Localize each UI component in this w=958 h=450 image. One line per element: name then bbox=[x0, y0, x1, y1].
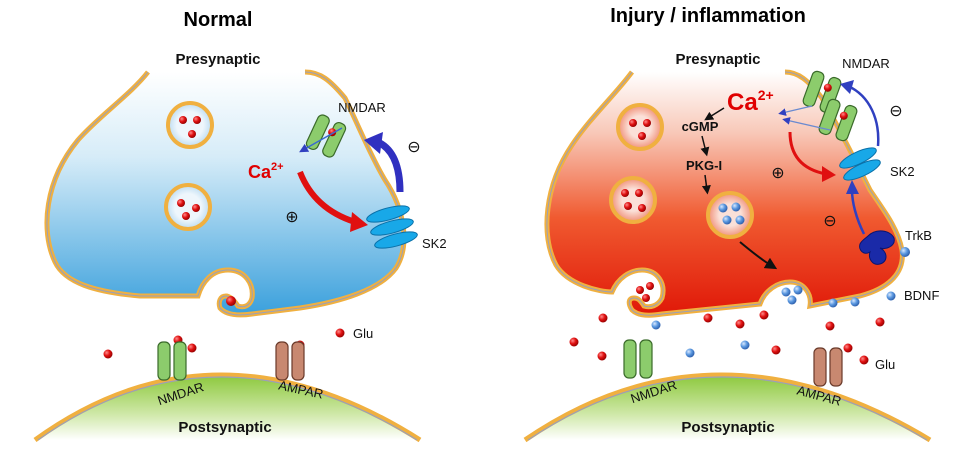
ampar-receptor bbox=[813, 347, 843, 387]
bdnf-molecule bbox=[781, 287, 791, 297]
glutamate-molecule bbox=[642, 294, 650, 302]
glu-label: Glu bbox=[353, 326, 373, 341]
pkg-label: PKG-I bbox=[686, 158, 722, 173]
nmdar-label: NMDAR bbox=[842, 56, 890, 71]
postsynaptic-terminal bbox=[523, 372, 932, 443]
glutamate-molecule bbox=[226, 296, 236, 306]
calcium-label: Ca2+ bbox=[248, 161, 284, 182]
sk2-channel bbox=[366, 205, 418, 249]
postsynaptic-label: Postsynaptic bbox=[178, 419, 271, 436]
nmdar-presynaptic bbox=[818, 98, 858, 142]
nmdar-postsynaptic bbox=[157, 341, 187, 381]
ampar-receptor bbox=[275, 341, 305, 381]
nmdar-postsynaptic bbox=[623, 339, 653, 379]
bdnf-molecules bbox=[651, 291, 896, 358]
presynaptic-label: Presynaptic bbox=[675, 51, 760, 68]
plus-icon: ⊕ bbox=[285, 209, 298, 226]
bdnf-vesicle bbox=[706, 191, 754, 239]
minus-icon: ⊖ bbox=[823, 213, 836, 230]
presynaptic-label: Presynaptic bbox=[175, 51, 260, 68]
nmdar-presynaptic bbox=[802, 70, 842, 114]
sk2-channel bbox=[839, 147, 881, 181]
sk2-label: SK2 bbox=[422, 236, 447, 251]
postsynaptic-terminal bbox=[33, 372, 422, 443]
glutamate-molecules bbox=[103, 328, 345, 359]
minus-icon: ⊖ bbox=[889, 103, 902, 120]
synaptic-vesicle bbox=[616, 103, 664, 151]
trkb-label: TrkB bbox=[905, 228, 932, 243]
panel-title: Injury / inflammation bbox=[610, 5, 806, 27]
inhibition-arrow bbox=[376, 138, 404, 193]
nmdar-label: NMDAR bbox=[338, 100, 386, 115]
postsynaptic-label: Postsynaptic bbox=[681, 419, 774, 436]
glutamate-molecule bbox=[636, 286, 644, 294]
bdnf-label: BDNF bbox=[904, 288, 939, 303]
panel-title: Normal bbox=[184, 9, 253, 31]
calcium-label: Ca2+ bbox=[727, 87, 774, 116]
bdnf-molecule bbox=[793, 285, 803, 295]
sk2-label: SK2 bbox=[890, 164, 915, 179]
trkb-receptor bbox=[859, 230, 910, 265]
panel-normal: Normal Presynaptic Postsynaptic bbox=[33, 9, 447, 443]
glutamate-molecule bbox=[646, 282, 654, 290]
plus-icon: ⊕ bbox=[771, 165, 784, 182]
activation-arrow bbox=[297, 170, 356, 225]
synaptic-vesicle bbox=[609, 176, 657, 224]
panel-injury: Injury / inflammation Presynaptic Postsy… bbox=[523, 5, 939, 443]
bdnf-molecule bbox=[787, 295, 797, 305]
cgmp-label: cGMP bbox=[682, 119, 719, 134]
glutamate-molecules bbox=[569, 310, 885, 365]
synaptic-vesicle bbox=[166, 101, 214, 149]
minus-icon: ⊖ bbox=[407, 139, 420, 156]
glu-label: Glu bbox=[875, 357, 895, 372]
synaptic-vesicle bbox=[164, 183, 212, 231]
